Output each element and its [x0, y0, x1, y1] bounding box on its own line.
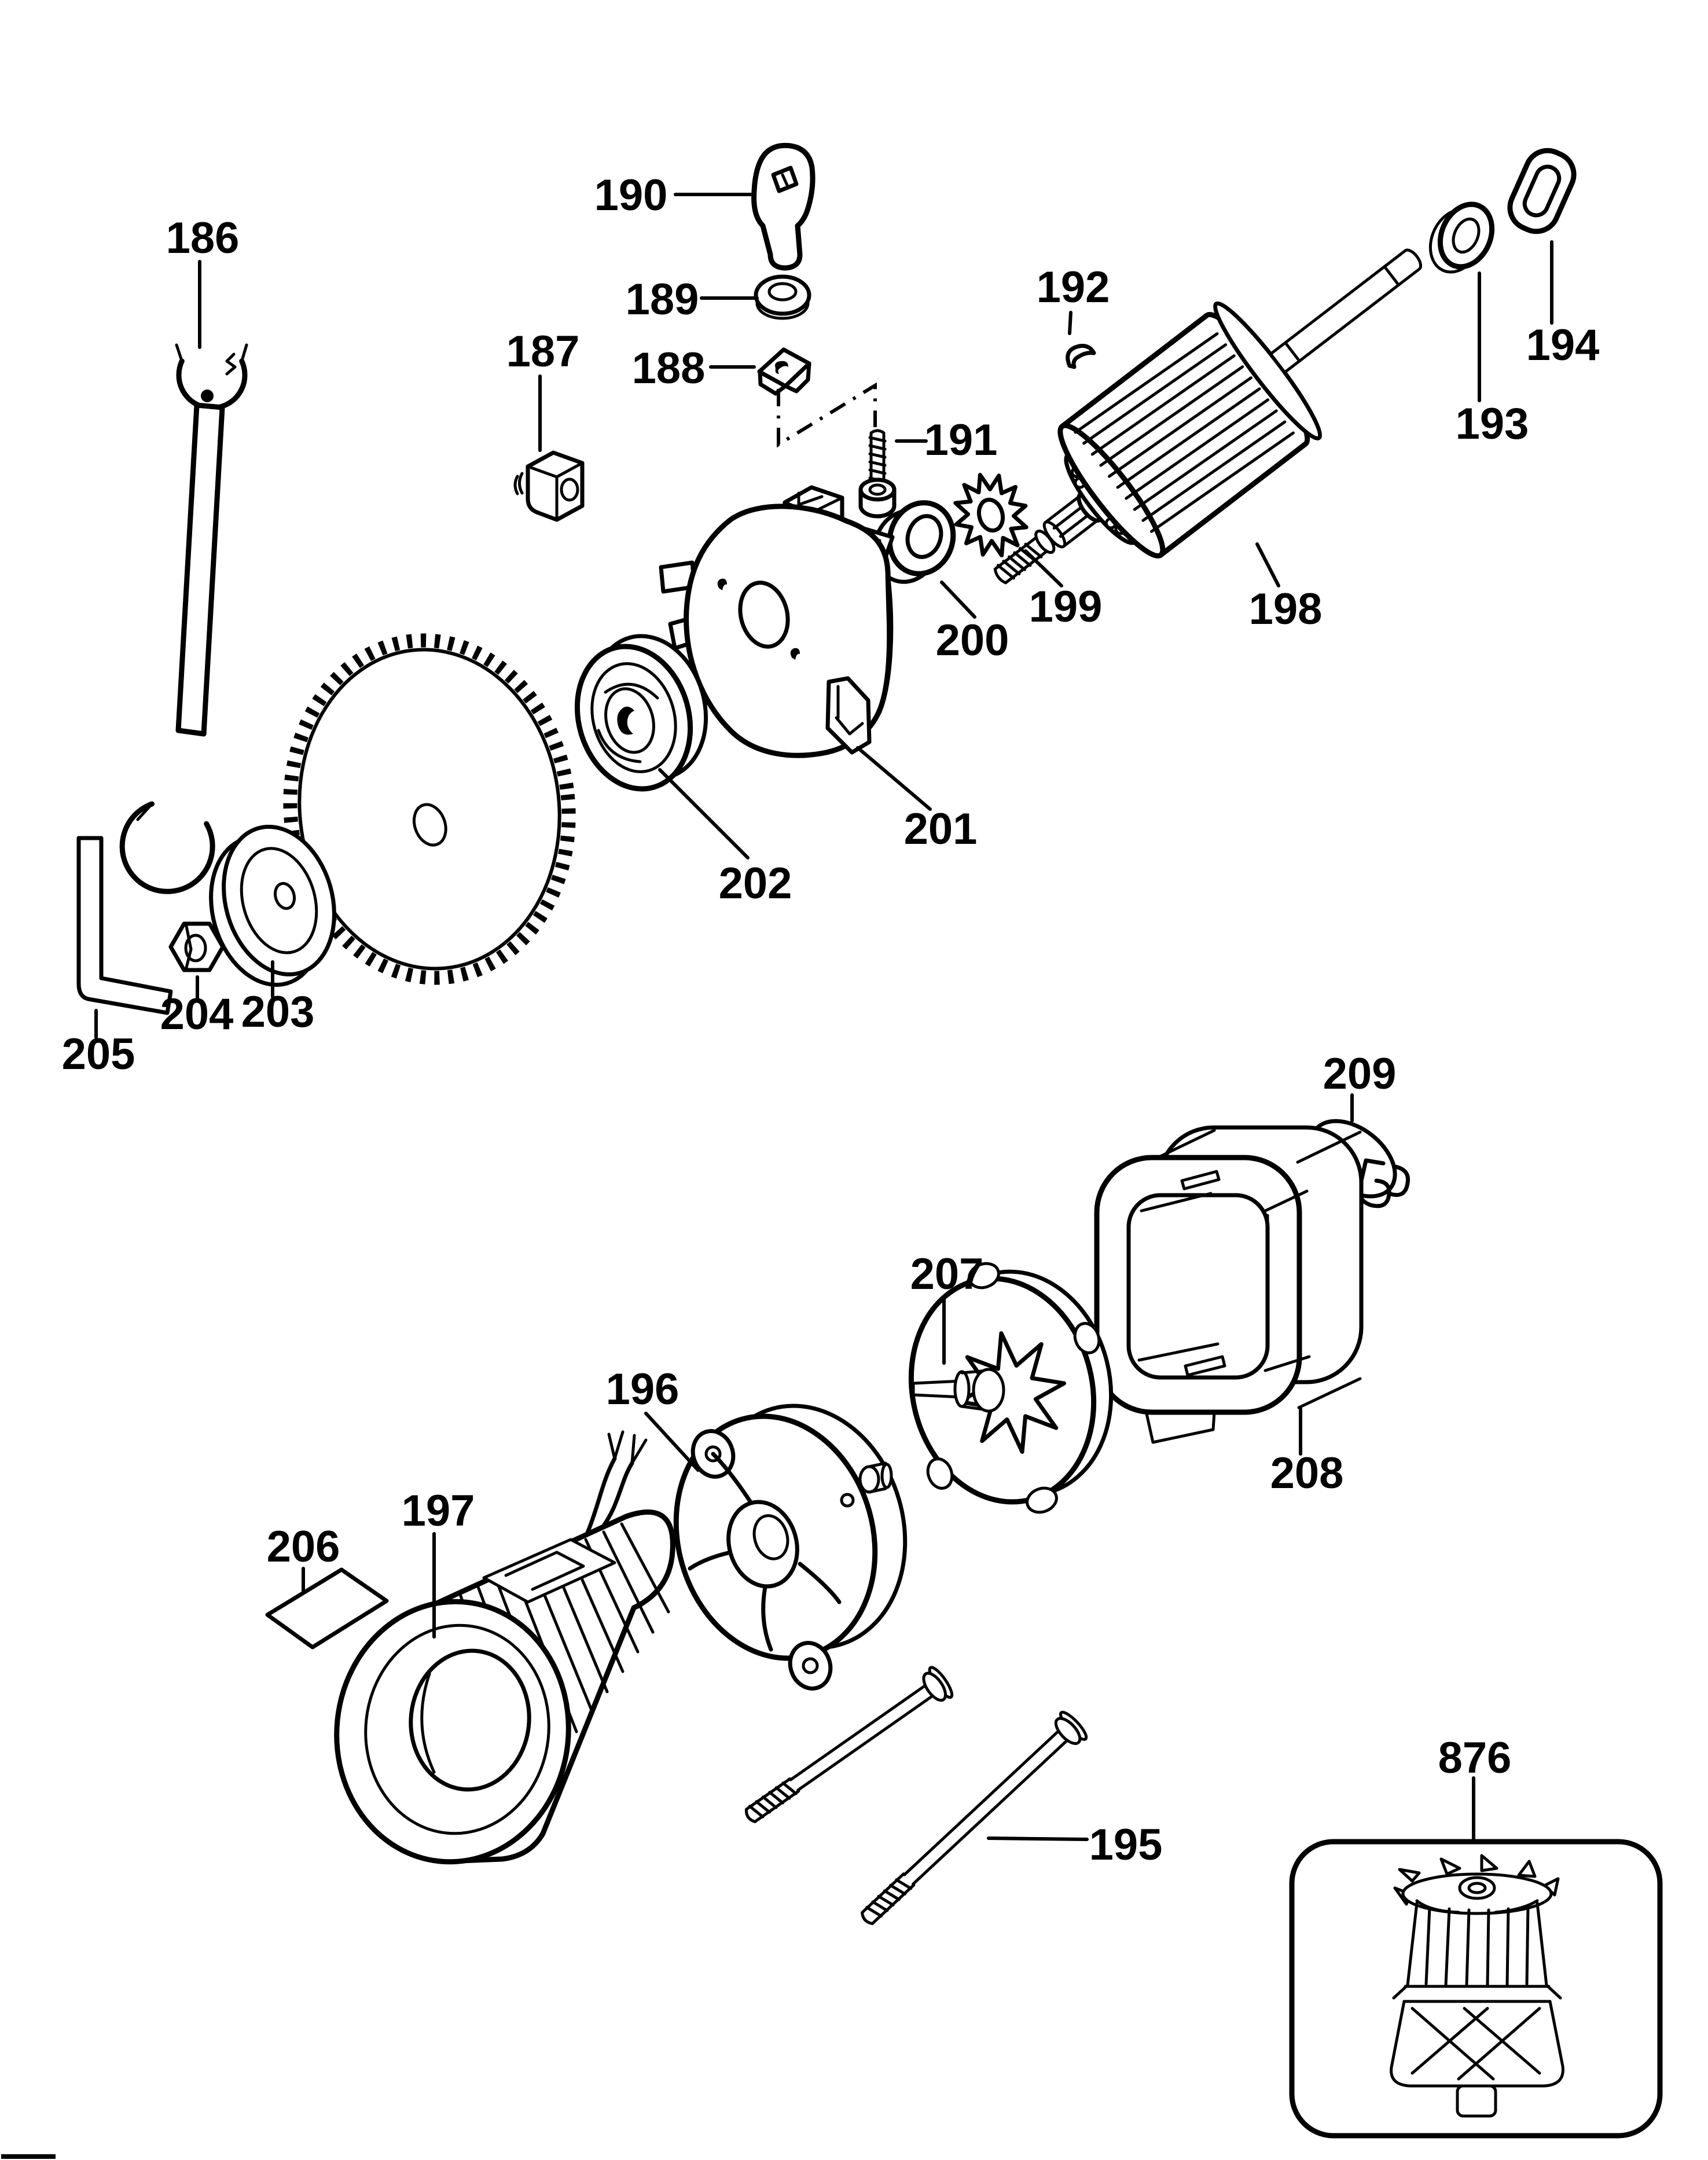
- bearing-retainer-drawing: [1507, 148, 1577, 234]
- part-number-label: 193: [1456, 399, 1529, 449]
- part-number-label: 201: [904, 805, 978, 854]
- callout-195: 195: [987, 1820, 1163, 1869]
- callout-209: 209: [1323, 1049, 1397, 1122]
- part-number-label: 187: [506, 327, 580, 376]
- bolt-drawing-2: [861, 1710, 1088, 1926]
- part-number-label: 198: [1249, 585, 1323, 634]
- screw-drawing: [858, 429, 897, 519]
- part-number-label: 200: [936, 616, 1009, 665]
- pinion-gear-drawing: [953, 472, 1029, 558]
- callout-207: 207: [910, 1250, 984, 1365]
- callout-186: 186: [166, 214, 240, 349]
- part-number-label: 208: [1270, 1449, 1344, 1498]
- fan-drawing: [908, 1262, 1114, 1514]
- assembly-axis-line: [777, 382, 877, 448]
- brush-cap-drawing: [513, 450, 585, 522]
- armature-drawing: [993, 248, 1423, 585]
- part-number-label: 205: [62, 1030, 135, 1079]
- part-number-label: 209: [1323, 1049, 1397, 1099]
- clip-nut-drawing: [757, 347, 811, 396]
- gear-housing-drawing: [659, 485, 895, 758]
- pulley-flange-drawing: [574, 634, 708, 792]
- callout-201: 201: [856, 746, 978, 854]
- part-number-label: 188: [632, 344, 706, 393]
- service-motor-box: [1289, 1839, 1663, 2139]
- saw-blade-drawing: [283, 633, 576, 985]
- part-number-label: 190: [594, 171, 668, 220]
- callout-190: 190: [594, 171, 753, 220]
- open-end-wrench-drawing: [119, 343, 248, 894]
- ball-bearing-drawing-193: [1428, 201, 1495, 274]
- arbor-nut-drawing: [168, 921, 225, 972]
- callout-202: 202: [658, 768, 792, 908]
- callout-200: 200: [936, 581, 1009, 665]
- label-sticker-drawing: [265, 1567, 389, 1650]
- woodruff-key-drawing: [1066, 344, 1096, 369]
- callout-197: 197: [402, 1486, 475, 1639]
- part-number-label: 186: [166, 214, 240, 263]
- callout-204: 204: [160, 975, 234, 1039]
- part-number-label: 192: [1037, 263, 1110, 312]
- bolt-drawing-1: [744, 1666, 954, 1823]
- callout-188: 188: [632, 344, 756, 393]
- callout-196: 196: [606, 1365, 700, 1472]
- part-number-label: 199: [1029, 582, 1103, 631]
- field-case-drawing: [1094, 1125, 1364, 1444]
- end-bell-drawing: [673, 1404, 908, 1691]
- part-number-label: 876: [1438, 1733, 1512, 1783]
- motor-stator-drawing: [334, 1430, 675, 1865]
- part-number-label: 202: [719, 859, 792, 908]
- part-number-label: 189: [626, 275, 699, 324]
- blade-flange-drawing: [209, 824, 336, 987]
- service-motor-drawing: [1390, 1854, 1564, 2118]
- callout-187: 187: [506, 327, 580, 452]
- callout-206: 206: [267, 1522, 340, 1595]
- hex-key-drawing: [76, 836, 173, 1015]
- part-number-label: 203: [241, 987, 315, 1037]
- callout-189: 189: [626, 275, 759, 324]
- part-number-label: 195: [1089, 1820, 1163, 1869]
- callout-194: 194: [1526, 240, 1600, 370]
- part-number-label: 194: [1526, 321, 1600, 370]
- grommet-drawing: [754, 274, 811, 320]
- callout-199: 199: [1024, 549, 1103, 631]
- callout-203: 203: [241, 960, 315, 1037]
- callout-876: 876: [1438, 1733, 1512, 1841]
- blade-wrench-key-drawing: [751, 142, 816, 271]
- part-number-label: 191: [924, 416, 998, 465]
- callout-198: 198: [1249, 542, 1323, 634]
- callout-208: 208: [1270, 1407, 1344, 1498]
- part-number-label: 197: [402, 1486, 475, 1535]
- part-number-label: 204: [160, 990, 234, 1039]
- part-number-label: 207: [910, 1250, 984, 1299]
- part-number-label: 206: [267, 1522, 340, 1571]
- callout-191: 191: [895, 416, 998, 465]
- part-number-label: 196: [606, 1365, 679, 1414]
- callout-193: 193: [1456, 271, 1529, 449]
- callout-205: 205: [62, 1009, 135, 1079]
- callout-192: 192: [1037, 263, 1110, 335]
